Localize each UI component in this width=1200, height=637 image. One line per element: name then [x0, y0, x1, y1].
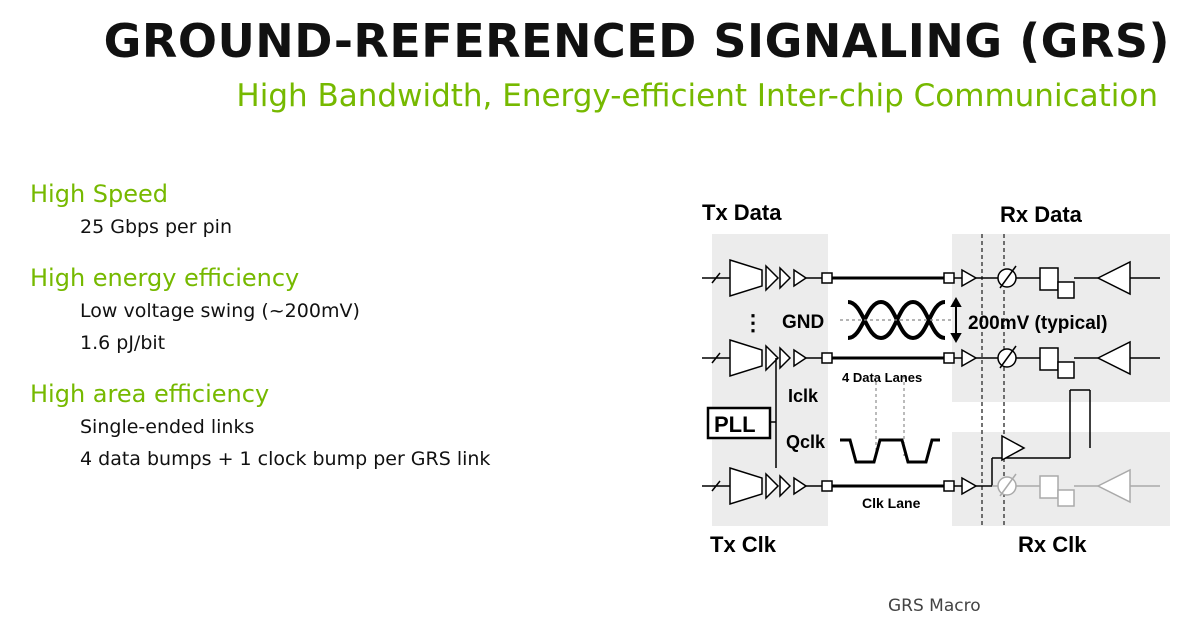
data-lanes-label: 4 Data Lanes	[842, 370, 922, 385]
ellipsis-label: ⋮	[742, 310, 764, 335]
clock-wiring	[770, 358, 1091, 486]
rx-clock-buffer	[1001, 434, 1026, 462]
clock-lane	[702, 466, 992, 506]
bullet-heading: High energy efficiency	[30, 264, 300, 292]
clock-lane-faded-rx	[992, 468, 1160, 507]
tx-clk-label: Tx Clk	[710, 532, 777, 557]
qclk-label: Qclk	[786, 432, 826, 452]
tx-data-label: Tx Data	[702, 200, 782, 225]
rx-clk-panel	[952, 432, 1170, 526]
bullet-list: High Speed 25 Gbps per pin High energy e…	[30, 180, 490, 496]
eye-diagram	[840, 299, 952, 341]
data-lane-2	[702, 338, 1160, 379]
bullet-group-speed: High Speed 25 Gbps per pin	[30, 180, 490, 241]
diagram-caption: GRS Macro	[888, 596, 981, 616]
data-lane-1	[702, 258, 1160, 299]
rx-clk-label: Rx Clk	[1018, 532, 1087, 557]
bullet-heading: High Speed	[30, 180, 169, 208]
bullet-item: Single-ended links	[80, 416, 255, 438]
bullet-group-energy: High energy efficiency Low voltage swing…	[30, 264, 490, 357]
bullet-item: 25 Gbps per pin	[80, 216, 232, 238]
slide-title: GROUND-REFERENCED SIGNALING (GRS)	[103, 14, 1170, 68]
bullet-item: 1.6 pJ/bit	[80, 332, 166, 354]
swing-arrow	[950, 296, 962, 344]
pll-label: PLL	[714, 412, 756, 437]
bullet-item: Low voltage swing (~200mV)	[80, 300, 360, 322]
swing-label: 200mV (typical)	[968, 313, 1107, 334]
bullet-item: 4 data bumps + 1 clock bump per GRS link	[80, 448, 491, 470]
iclk-label: Iclk	[788, 386, 819, 406]
pll-block	[706, 406, 772, 440]
bullet-heading: High area efficiency	[30, 380, 270, 408]
clk-lane-label: Clk Lane	[862, 495, 921, 511]
slide-subtitle: High Bandwidth, Energy-efficient Inter-c…	[236, 78, 1158, 114]
gnd-label: GND	[782, 312, 824, 333]
rx-data-label: Rx Data	[1000, 202, 1083, 227]
grs-macro-diagram: Tx Data Rx Data Tx Clk Rx Clk ⋮ GND	[702, 200, 1170, 557]
bullet-group-area: High area efficiency Single-ended links …	[30, 380, 490, 473]
clock-waveform	[840, 438, 940, 464]
